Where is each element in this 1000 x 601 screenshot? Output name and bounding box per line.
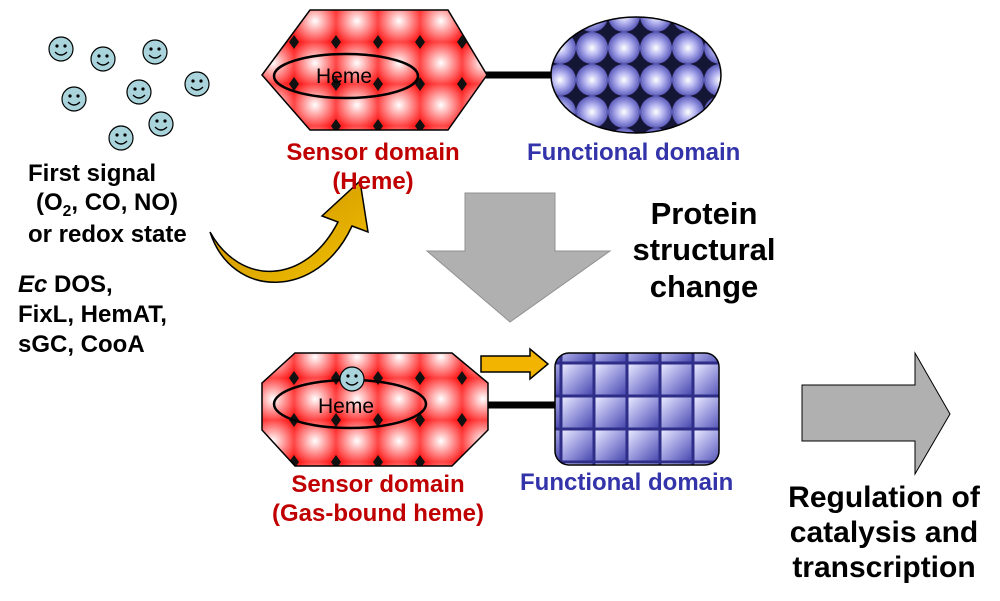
protein-examples: Ec DOS, FixL, HemAT, sGC, CooA: [18, 270, 167, 360]
sensor-bottom-line1: Sensor domain: [291, 471, 465, 498]
functional-domain-bottom: [554, 352, 720, 466]
activation-arrow: [480, 347, 550, 381]
gas-molecule-icon: [142, 39, 168, 65]
regulation-line3: transcription: [792, 551, 976, 585]
dos-label: DOS,: [47, 271, 113, 298]
first-signal-line1: First signal: [28, 160, 157, 187]
sensor-domain-bottom: [261, 352, 489, 467]
structural-change-label: Protein structural change: [620, 196, 788, 305]
gas-molecule-icon: [108, 125, 134, 151]
regulation-line1: Regulation of: [788, 481, 980, 514]
gas-molecule-icon: [90, 46, 116, 72]
heme-label-top: Heme: [316, 65, 373, 88]
structural-change-line1: Protein: [650, 196, 758, 231]
sensor-bottom-line2: (Gas-bound heme): [271, 499, 484, 527]
gas-molecule-icon: [126, 79, 152, 105]
bound-gas-icon: [339, 366, 365, 392]
first-signal-sub: 2: [62, 202, 72, 220]
gas-molecule-icon: [48, 36, 74, 62]
regulation-line2: catalysis and: [789, 516, 979, 550]
gas-molecule-icon: [61, 86, 87, 112]
first-signal-line3: or redox state: [28, 221, 187, 249]
first-signal-rest: , CO, NO): [71, 188, 179, 216]
sensor-top-line2: (Heme): [332, 167, 414, 195]
structural-change-line3: change: [649, 268, 759, 304]
sensor-domain-top: [261, 9, 488, 131]
gas-molecule-icon: [148, 111, 174, 137]
gas-molecule-icon: [184, 71, 210, 97]
functional-domain-bottom-label: Functional domain: [520, 469, 734, 496]
protein-examples-line3: sGC, CooA: [18, 331, 145, 358]
regulation-label: Regulation of catalysis and transcriptio…: [770, 480, 998, 585]
first-signal-label: First signal (O2, CO, NO) or redox state: [28, 160, 187, 250]
protein-examples-line1: Ec DOS,: [18, 270, 167, 300]
first-signal-open: (O: [36, 188, 63, 216]
ec-italic: Ec: [18, 271, 48, 298]
sensor-domain-top-label: Sensor domain (Heme): [268, 139, 478, 197]
heme-ring-top: [272, 52, 420, 100]
structural-change-arrow: [425, 192, 612, 323]
protein-examples-line2: FixL, HemAT,: [18, 301, 167, 328]
signal-binding-arrow: [209, 179, 369, 283]
structural-change-line2: structural: [632, 232, 776, 268]
first-signal-line2: (O2, CO, NO): [28, 189, 187, 222]
regulation-arrow: [801, 351, 951, 476]
heme-label-bottom: Heme: [318, 395, 375, 418]
sensor-top-line1: Sensor domain: [286, 139, 460, 166]
functional-domain-top: [550, 16, 722, 134]
gas-molecule-icons: [48, 36, 210, 151]
functional-domain-top-label: Functional domain: [527, 139, 741, 166]
sensor-domain-bottom-label: Sensor domain (Gas-bound heme): [252, 471, 504, 529]
